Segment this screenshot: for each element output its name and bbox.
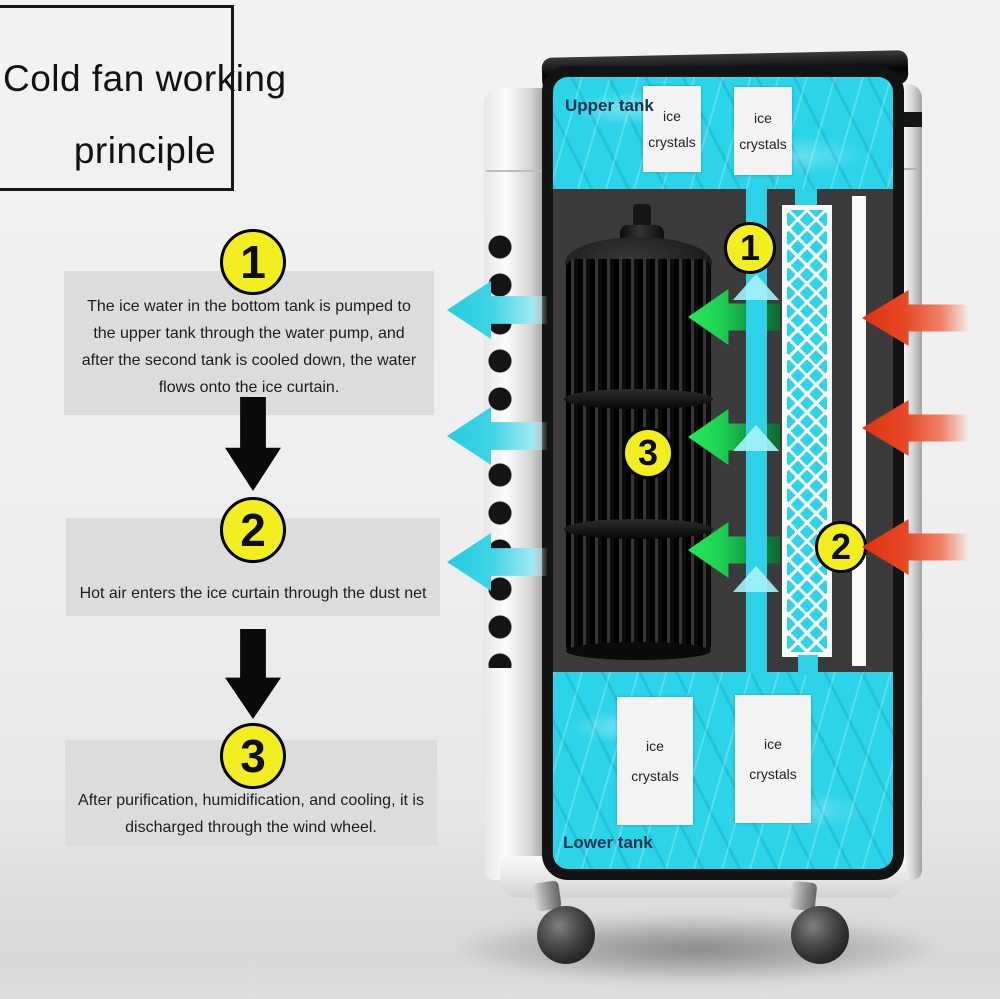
page-title-line-2: principle: [73, 130, 217, 171]
machine-shadow: [462, 916, 932, 982]
ice-crystals-text: crystals: [631, 768, 679, 784]
fan-shaft-knob: [633, 204, 651, 228]
lower-tank-label: Lower tank: [563, 833, 653, 852]
air-duct-stripe: [852, 196, 866, 666]
water-up-arrow-icon: [733, 566, 779, 592]
ice-curtain-mesh: [782, 205, 832, 657]
caster-wheel-left: [537, 906, 595, 964]
step-1-text-line: the upper tank through the water pump, a…: [93, 325, 405, 342]
step-3-number-badge: 3: [220, 723, 286, 789]
step-1-text-line: The ice water in the bottom tank is pump…: [87, 298, 411, 315]
ice-crystals-text: ice: [754, 110, 772, 126]
marker-hot-air-badge: 2: [815, 521, 867, 573]
ice-crystals-text: crystals: [648, 134, 696, 150]
ice-curtain-lattice: [787, 210, 827, 652]
lower-tank-water: [553, 672, 893, 869]
flow-down-arrow-icon: [225, 629, 281, 719]
ice-crystals-text: ice: [663, 108, 681, 124]
upper-tank-label: Upper tank: [565, 96, 654, 115]
ice-crystals-box-upper-right: ice crystals: [734, 87, 792, 175]
fan-bottom-cap: [566, 642, 711, 660]
water-up-arrow-icon: [733, 274, 779, 300]
step-1-text-line: flows onto the ice curtain.: [158, 379, 340, 396]
step-1-number-badge: 1: [220, 229, 286, 295]
ice-crystals-box-upper-left: ice crystals: [643, 86, 701, 172]
ice-crystals-text: ice: [646, 738, 664, 754]
caster-wheel-right: [791, 906, 849, 964]
step-3-text-line: After purification, humidification, and …: [78, 792, 424, 809]
machine-interior: Upper tank ice crystals ice crystals ice…: [542, 66, 904, 880]
step-2-text-line: Hot air enters the ice curtain through t…: [79, 585, 427, 602]
machine-left-seam: [486, 170, 546, 172]
mesh-bottom-connector: [798, 655, 818, 675]
ice-crystals-box-lower-left: ice crystals: [617, 697, 693, 825]
ice-crystals-box-lower-right: ice crystals: [735, 695, 811, 823]
step-1-text-line: after the second tank is cooled down, th…: [81, 352, 417, 369]
marker-pump-badge: 1: [724, 222, 776, 274]
fan-section-band: [564, 519, 713, 539]
title-border-box: [0, 5, 234, 191]
step-2-number-badge: 2: [220, 497, 286, 563]
machine-right-seam: [889, 168, 921, 170]
marker-fan-badge: 3: [622, 427, 674, 479]
page-title-line-1: Cold fan working: [3, 58, 287, 99]
ice-crystals-text: crystals: [749, 766, 797, 782]
ice-crystals-text: crystals: [739, 136, 787, 152]
step-1-panel: The ice water in the bottom tank is pump…: [64, 271, 434, 415]
step-3-text-line: discharged through the wind wheel.: [125, 819, 377, 836]
ice-crystals-text: ice: [764, 736, 782, 752]
fan-section-band: [564, 389, 713, 409]
upper-tank-water: [553, 77, 893, 189]
